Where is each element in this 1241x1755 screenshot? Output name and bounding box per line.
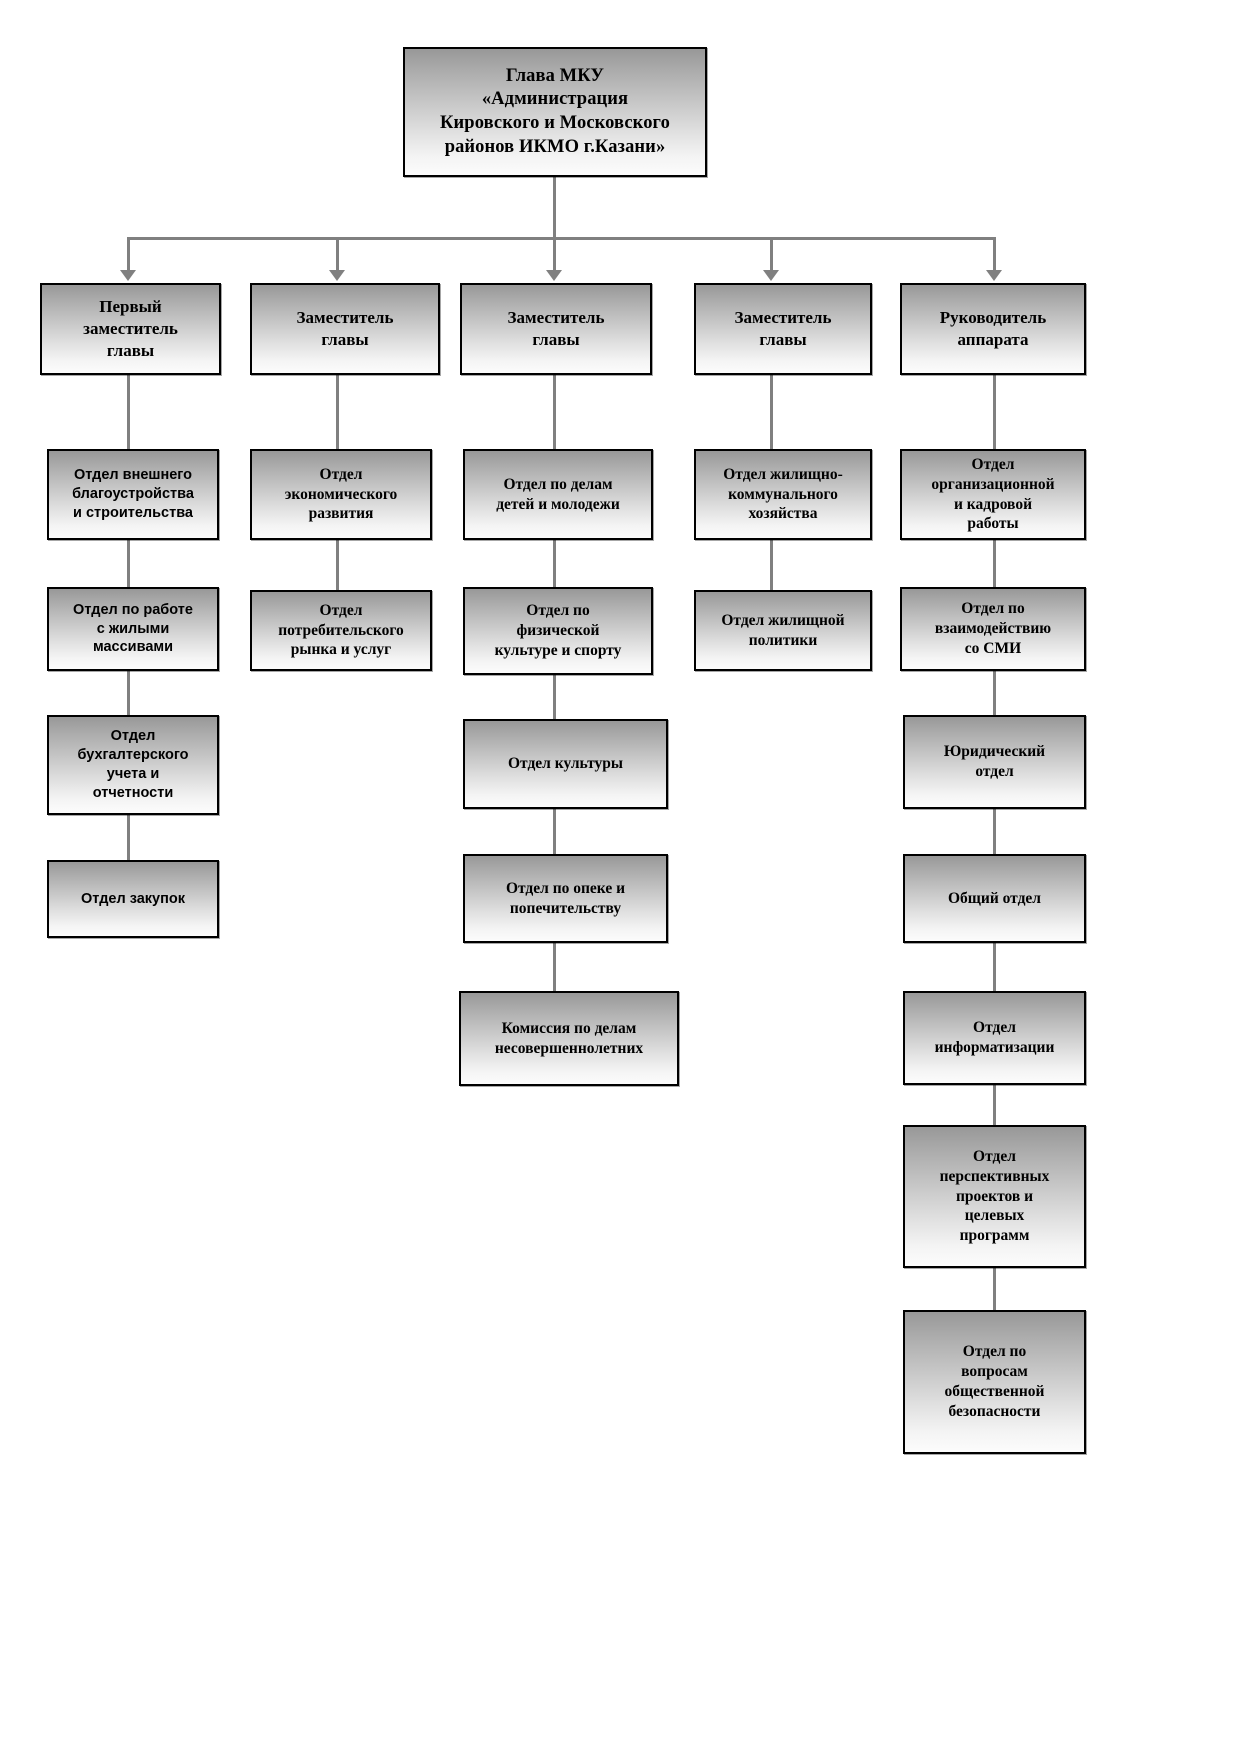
node-dept-guardianship-trusteeship[interactable]: Отдел по опеке и попечительству <box>463 854 668 943</box>
node-dept-consumer-market-services[interactable]: Отдел потребительского рынка и услуг <box>250 590 432 671</box>
node-dept-children-youth-affairs[interactable]: Отдел по делам детей и молодежи <box>463 449 653 540</box>
connector-c5-f <box>993 1085 996 1125</box>
arrowhead-4 <box>763 270 779 281</box>
connector-c1-d <box>127 815 130 860</box>
node-label: Отдел по опеке и попечительству <box>505 879 626 917</box>
node-dept-accounting-reporting[interactable]: Отдел бухгалтерского учета и отчетности <box>47 715 219 815</box>
connector-c3-b <box>553 540 556 587</box>
node-label: Заместитель главы <box>296 308 394 349</box>
connector-c5-c <box>993 671 996 715</box>
connector-c1-a <box>127 375 130 449</box>
node-label: Отдел культуры <box>507 755 624 773</box>
node-label: Заместитель главы <box>734 308 832 349</box>
connector-c3-d <box>553 809 556 854</box>
connector-c5-e <box>993 943 996 991</box>
connector-c1-c <box>127 671 130 715</box>
node-label: Отдел потребительского рынка и услуг <box>278 601 404 659</box>
connector-c4-a <box>770 375 773 449</box>
connector-c1-b <box>127 540 130 587</box>
connector-c5-a <box>993 375 996 449</box>
node-dept-prospective-projects-target-programs[interactable]: Отдел перспективных проектов и целевых п… <box>903 1125 1086 1268</box>
node-dept-procurement[interactable]: Отдел закупок <box>47 860 219 938</box>
connector-drop-5 <box>993 237 996 272</box>
node-dept-economic-development[interactable]: Отдел экономического развития <box>250 449 432 540</box>
node-dept-public-safety[interactable]: Отдел по вопросам общественной безопасно… <box>903 1310 1086 1454</box>
connector-c3-e <box>553 943 556 991</box>
node-dept-residential-areas[interactable]: Отдел по работе с жилыми массивами <box>47 587 219 671</box>
node-label: Комиссия по делам несовершеннолетних <box>494 1019 644 1057</box>
node-dept-general[interactable]: Общий отдел <box>903 854 1086 943</box>
connector-c3-a <box>553 375 556 449</box>
node-label: Отдел по взаимодействию со СМИ <box>934 600 1052 657</box>
connector-c2-b <box>336 540 339 590</box>
node-label: Отдел по делам детей и молодежи <box>496 475 620 513</box>
node-root[interactable]: Глава МКУ «Администрация Кировского и Мо… <box>403 47 707 177</box>
node-label: Отдел бухгалтерского учета и отчетности <box>77 728 189 801</box>
node-deputy-head-3[interactable]: Заместитель главы <box>460 283 652 375</box>
node-head-of-staff[interactable]: Руководитель аппарата <box>900 283 1086 375</box>
node-label: Отдел организационной и кадровой работы <box>931 455 1055 533</box>
node-dept-housing-utilities[interactable]: Отдел жилищно- коммунального хозяйства <box>694 449 872 540</box>
connector-c5-d <box>993 809 996 854</box>
connector-drop-2 <box>336 237 339 272</box>
node-dept-physical-culture-sport[interactable]: Отдел по физической культуре и спорту <box>463 587 653 675</box>
node-label: Отдел по вопросам общественной безопасно… <box>944 1343 1045 1420</box>
node-label: Отдел перспективных проектов и целевых п… <box>939 1147 1050 1245</box>
node-dept-external-improvement-construction[interactable]: Отдел внешнего благоустройства и строите… <box>47 449 219 540</box>
node-label: Отдел закупок <box>81 890 185 907</box>
node-label: Отдел информатизации <box>934 1019 1055 1056</box>
node-dept-media-relations[interactable]: Отдел по взаимодействию со СМИ <box>900 587 1086 671</box>
node-commission-juvenile-affairs[interactable]: Комиссия по делам несовершеннолетних <box>459 991 679 1086</box>
node-dept-organizational-personnel-work[interactable]: Отдел организационной и кадровой работы <box>900 449 1086 540</box>
node-label: Первый заместитель главы <box>83 297 178 360</box>
connector-c3-c <box>553 675 556 719</box>
node-dept-housing-policy[interactable]: Отдел жилищной политики <box>694 590 872 671</box>
node-first-deputy-head[interactable]: Первый заместитель главы <box>40 283 221 375</box>
node-label: Общий отдел <box>948 889 1041 907</box>
node-label: Юридический отдел <box>943 743 1046 780</box>
node-label: Отдел по физической культуре и спорту <box>494 602 622 659</box>
connector-drop-3 <box>553 237 556 272</box>
node-deputy-head-2[interactable]: Заместитель главы <box>250 283 440 375</box>
connector-c5-g <box>993 1268 996 1310</box>
connector-root-stem <box>553 177 556 239</box>
node-label: Отдел экономического развития <box>284 465 398 523</box>
node-label: Руководитель аппарата <box>939 308 1047 349</box>
node-dept-culture[interactable]: Отдел культуры <box>463 719 668 809</box>
node-label: Отдел жилищной политики <box>721 611 845 649</box>
node-deputy-head-4[interactable]: Заместитель главы <box>694 283 872 375</box>
node-root-label: Глава МКУ «Администрация Кировского и Мо… <box>440 65 670 157</box>
connector-drop-1 <box>127 237 130 272</box>
connector-drop-4 <box>770 237 773 272</box>
node-label: Отдел внешнего благоустройства и строите… <box>72 467 194 521</box>
connector-root-bus <box>128 237 996 240</box>
node-label: Заместитель главы <box>507 308 605 349</box>
node-dept-legal[interactable]: Юридический отдел <box>903 715 1086 809</box>
connector-c4-b <box>770 540 773 590</box>
arrowhead-2 <box>329 270 345 281</box>
node-dept-informatization[interactable]: Отдел информатизации <box>903 991 1086 1085</box>
arrowhead-3 <box>546 270 562 281</box>
arrowhead-1 <box>120 270 136 281</box>
node-label: Отдел жилищно- коммунального хозяйства <box>723 465 843 523</box>
arrowhead-5 <box>986 270 1002 281</box>
connector-c5-b <box>993 540 996 587</box>
node-label: Отдел по работе с жилыми массивами <box>73 601 193 656</box>
connector-c2-a <box>336 375 339 449</box>
